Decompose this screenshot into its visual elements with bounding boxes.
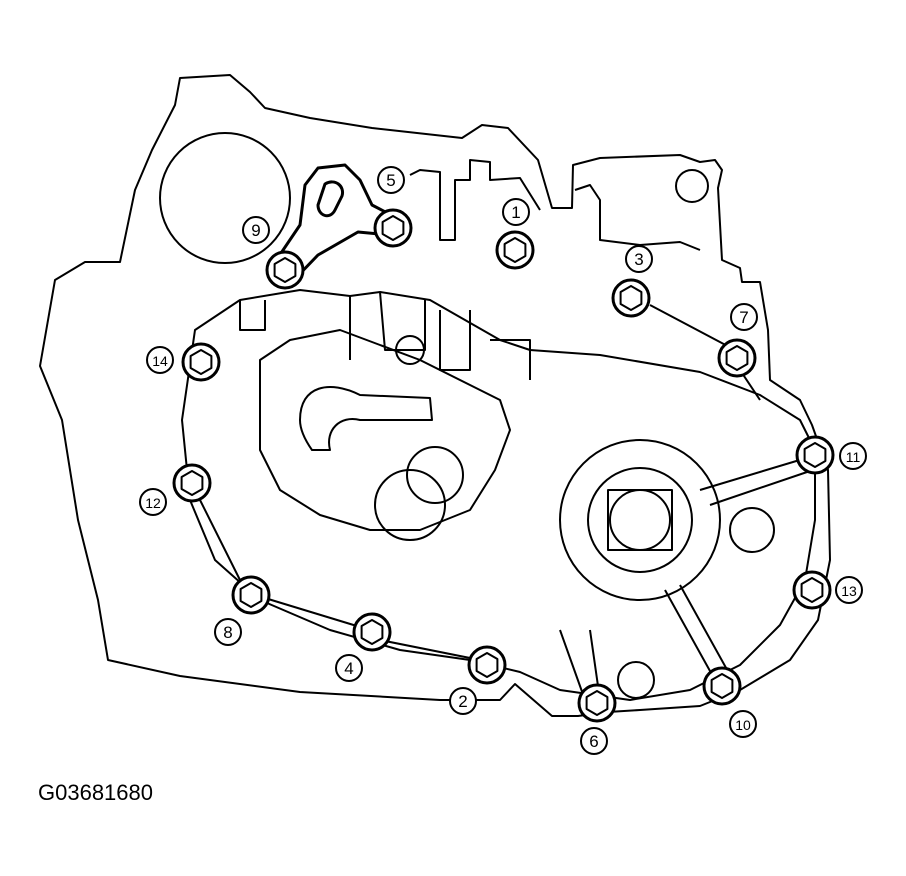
bolt-ring <box>795 435 835 475</box>
bolt-8: 8 <box>214 575 271 646</box>
bolt-head-icon <box>180 470 204 496</box>
bolt-head-icon <box>503 237 527 263</box>
top-right-notch <box>675 169 709 203</box>
bolt-7: 7 <box>717 303 758 378</box>
bolt-number-label: 11 <box>846 449 861 465</box>
bolt-head-icon <box>239 582 263 608</box>
main-bearing-outer <box>559 439 721 601</box>
bolt-6: 6 <box>577 683 617 755</box>
bolt-11: 11 <box>795 435 867 475</box>
main-bearing-inner <box>609 489 671 551</box>
bolt-ring <box>467 645 507 685</box>
bracket <box>273 163 395 284</box>
bolt-number-label: 5 <box>386 171 395 190</box>
lower-bore <box>617 661 655 699</box>
bolt-number-label: 2 <box>458 692 467 711</box>
bolt-number-label: 13 <box>841 583 857 599</box>
bolt-number-label: 4 <box>344 659 353 678</box>
bolt-number-circle <box>625 245 653 273</box>
bolt-number-circle <box>729 710 757 738</box>
bolt-number-circle <box>580 727 608 755</box>
bolt-number-circle <box>214 618 242 646</box>
right-bore <box>729 507 775 553</box>
bolt-number-label: 10 <box>735 717 751 733</box>
housing-circle <box>374 469 446 541</box>
bolt-5: 5 <box>373 166 413 248</box>
upper-left-bore <box>159 132 291 264</box>
bolt-head-icon <box>381 215 405 241</box>
bolt-ring <box>172 463 212 503</box>
bolt-head-icon <box>619 285 643 311</box>
bolt-1: 1 <box>495 198 535 270</box>
bolt-4: 4 <box>335 612 392 682</box>
bolt-13: 13 <box>792 570 863 610</box>
central-housing <box>259 329 511 531</box>
bolt-number-label: 1 <box>511 203 520 222</box>
bolt-number-circle <box>839 442 867 470</box>
casting-detail <box>409 159 701 251</box>
bolt-head-icon <box>803 442 827 468</box>
bolt-ring <box>373 208 413 248</box>
bolt-ring <box>181 342 221 382</box>
bolt-ring <box>231 575 271 615</box>
casting-detail <box>239 291 531 380</box>
bolt-2: 2 <box>449 645 507 715</box>
bolt-ring <box>792 570 832 610</box>
bolt-12: 12 <box>139 463 212 516</box>
bolt-ring <box>495 230 535 270</box>
bolt-number-circle <box>139 488 167 516</box>
small-bore <box>395 335 425 365</box>
bolt-ring <box>611 278 651 318</box>
bolt-number-circle <box>835 576 863 604</box>
bolt-ring <box>717 338 757 378</box>
bolt-number-label: 12 <box>145 495 161 511</box>
housing-circle-small <box>406 446 464 504</box>
bolt-3: 3 <box>611 245 653 318</box>
bolt-14: 14 <box>146 342 221 382</box>
bolt-number-circle <box>335 654 363 682</box>
bolt-number-circle <box>730 303 758 331</box>
bolt-head-icon <box>189 349 213 375</box>
bolt-ring <box>702 666 742 706</box>
bolt-head-icon <box>273 257 297 283</box>
bolt-10: 10 <box>702 666 757 738</box>
bolt-number-circle <box>377 166 405 194</box>
bolt-head-icon <box>585 690 609 716</box>
bracket-slot <box>316 180 345 218</box>
bolt-number-label: 3 <box>634 250 643 269</box>
bolt-head-icon <box>725 345 749 371</box>
bolt-head-icon <box>800 577 824 603</box>
bolt-head-icon <box>475 652 499 678</box>
main-bearing-spline <box>607 489 673 551</box>
main-bearing-mid <box>587 467 693 573</box>
bolt-ring <box>265 250 305 290</box>
bolt-number-label: 9 <box>251 221 260 240</box>
figure-code: G03681680 <box>38 780 153 805</box>
bolt-number-circle <box>449 687 477 715</box>
bolt-number-circle <box>242 216 270 244</box>
bolt-number-label: 6 <box>589 732 598 751</box>
bolt-number-circle <box>502 198 530 226</box>
pipe-bend <box>299 386 433 451</box>
bolt-ring <box>352 612 392 652</box>
bolt-9: 9 <box>242 216 305 290</box>
bolt-head-icon <box>360 619 384 645</box>
bolt-number-label: 7 <box>739 308 748 327</box>
bolt-number-label: 14 <box>152 353 168 369</box>
bolt-number-label: 8 <box>223 623 232 642</box>
rib-lines <box>199 304 814 701</box>
bolt-number-circle <box>146 346 174 374</box>
bolt-ring <box>577 683 617 723</box>
bolt-head-icon <box>710 673 734 699</box>
